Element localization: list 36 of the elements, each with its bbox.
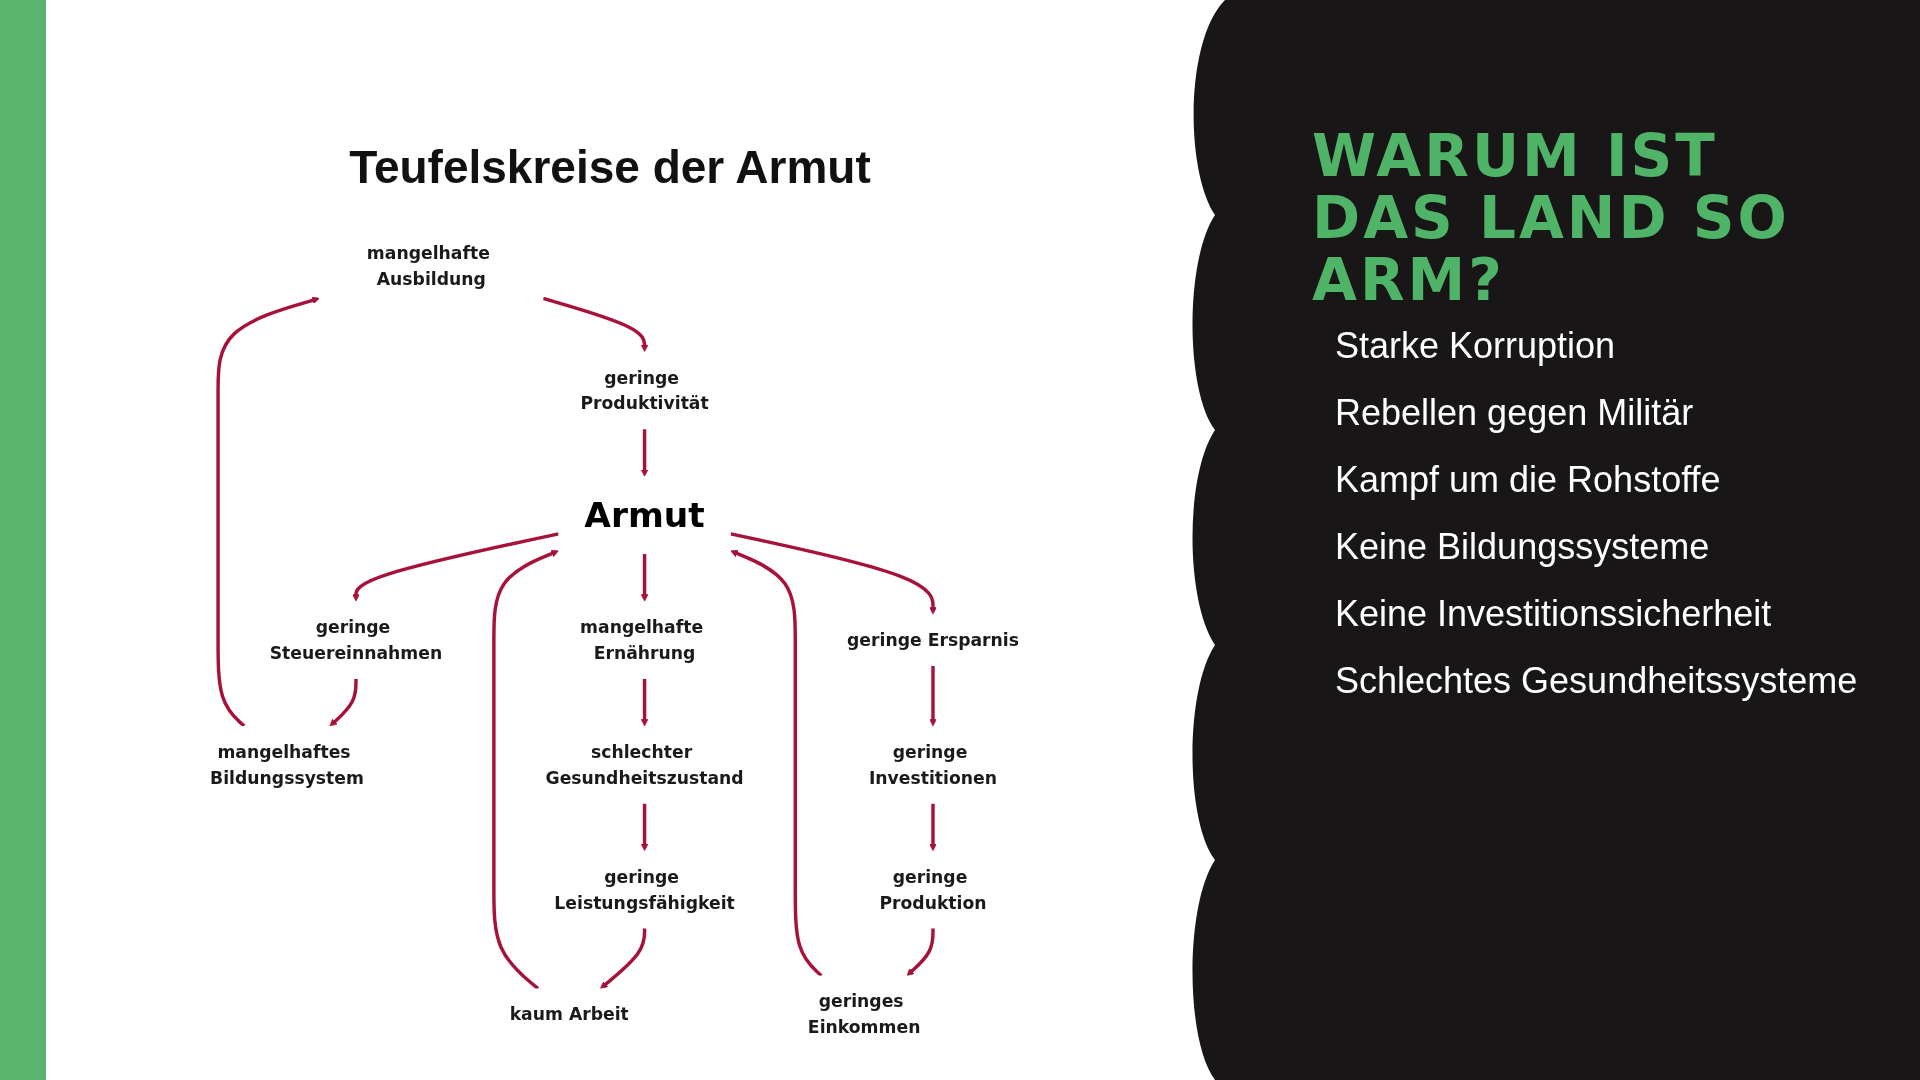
node-text: geringe Steuereinnahmen — [269, 616, 443, 664]
arrow — [329, 678, 358, 727]
arrow — [352, 532, 559, 602]
arrow — [929, 803, 937, 852]
node-text: geringe Leistungsfähigkeit — [554, 866, 735, 913]
arrow — [929, 665, 937, 727]
list-item: Rebellen gegen Militär — [1335, 392, 1695, 435]
slide-heading: WARUM IST DAS LAND SO ARM? — [1312, 125, 1791, 311]
node-text: schlechter Gesundheitszustand — [545, 741, 744, 789]
node-text: geringe Produktivität — [580, 367, 709, 414]
arrow — [640, 803, 649, 852]
node-text: mangelhaftes Bildungssystem — [210, 741, 364, 789]
arrow — [640, 678, 649, 727]
arrow — [216, 296, 320, 728]
arrow — [600, 928, 647, 989]
node-text: mangelhafte Ernährung — [580, 616, 704, 664]
node-text: mangelhafte Ausbildung — [366, 242, 490, 289]
node-text: geringes Einkommen — [807, 991, 921, 1038]
arrow — [542, 296, 649, 352]
arrow — [640, 553, 649, 602]
list-item: Keine Bildungssysteme — [1335, 526, 1711, 569]
diagram-title: Teufelskreise der Armut — [348, 140, 872, 194]
arrow — [730, 532, 937, 615]
node-text: geringe Produktion — [879, 866, 987, 913]
list-item: Starke Korruption — [1335, 325, 1617, 368]
node-text: Armut — [584, 495, 705, 535]
arrow — [492, 549, 559, 990]
arrow — [640, 429, 649, 477]
node-text: kaum Arbeit — [509, 1004, 629, 1025]
node-text: geringe Investitionen — [868, 741, 998, 789]
arrow — [730, 549, 823, 977]
arrow — [906, 928, 935, 976]
list-item: Schlechtes Gesundheitssysteme — [1335, 660, 1858, 703]
list-item: Kampf um die Rohstoffe — [1335, 459, 1722, 502]
node-text: geringe Ersparnis — [847, 629, 1019, 651]
list-item: Keine Investitionssicherheit — [1335, 593, 1773, 636]
